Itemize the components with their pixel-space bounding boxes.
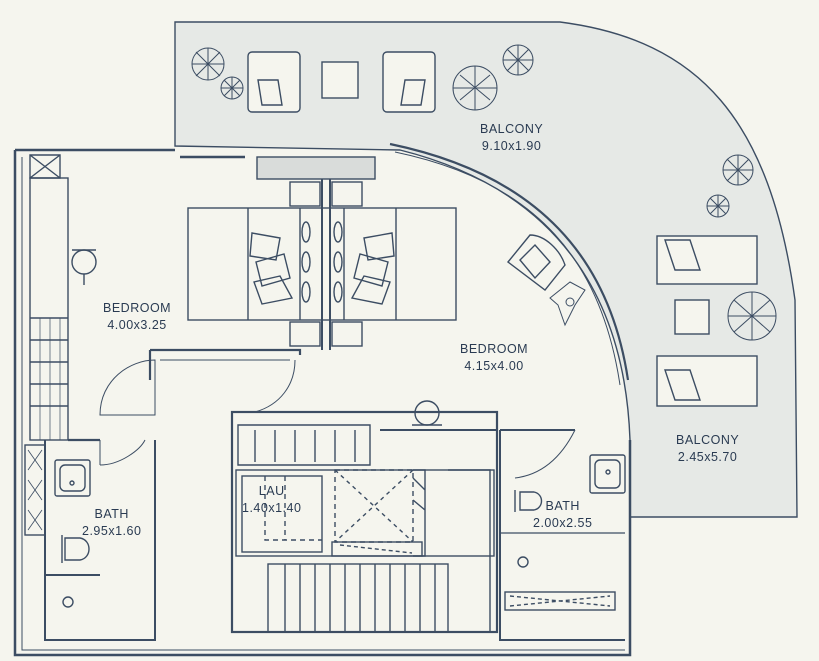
toilet-icon bbox=[61, 535, 90, 563]
wardrobe bbox=[29, 177, 69, 441]
stairs-icon bbox=[267, 563, 449, 633]
room-label-balcony-right: BALCONY 2.45x5.70 bbox=[676, 433, 740, 464]
sun-lounger-icon bbox=[656, 355, 758, 407]
washbasin-icon bbox=[54, 459, 91, 497]
room-label-bedroom-left: BEDROOM 4.00x3.25 bbox=[103, 301, 172, 332]
floor-drain-icon bbox=[62, 596, 74, 608]
room-label-laundry: LAU 1.40x1.40 bbox=[242, 484, 302, 515]
room-label-bedroom-right: BEDROOM 4.15x4.00 bbox=[460, 342, 529, 373]
side-table-icon bbox=[321, 61, 359, 99]
armchair-icon bbox=[247, 51, 301, 113]
room-label-bath-left: BATH 2.95x1.60 bbox=[82, 507, 142, 538]
armchair-icon bbox=[382, 51, 436, 113]
glazing-line bbox=[389, 142, 630, 381]
side-table-icon bbox=[674, 299, 710, 335]
room-label-bath-right: BATH 2.00x2.55 bbox=[533, 499, 593, 530]
armchair-icon bbox=[506, 234, 566, 291]
floor-drain-icon bbox=[517, 556, 529, 568]
washbasin-icon bbox=[589, 454, 626, 494]
room-label-balcony-top: BALCONY 9.10x1.90 bbox=[480, 122, 544, 153]
plant-icon bbox=[191, 44, 777, 341]
door-swing-icon bbox=[99, 359, 156, 416]
toilet-icon bbox=[514, 490, 543, 512]
sun-lounger-icon bbox=[656, 235, 758, 285]
door-swing-icon bbox=[235, 359, 296, 413]
desk-chair-icon bbox=[71, 249, 97, 275]
outer-wall bbox=[13, 148, 632, 657]
